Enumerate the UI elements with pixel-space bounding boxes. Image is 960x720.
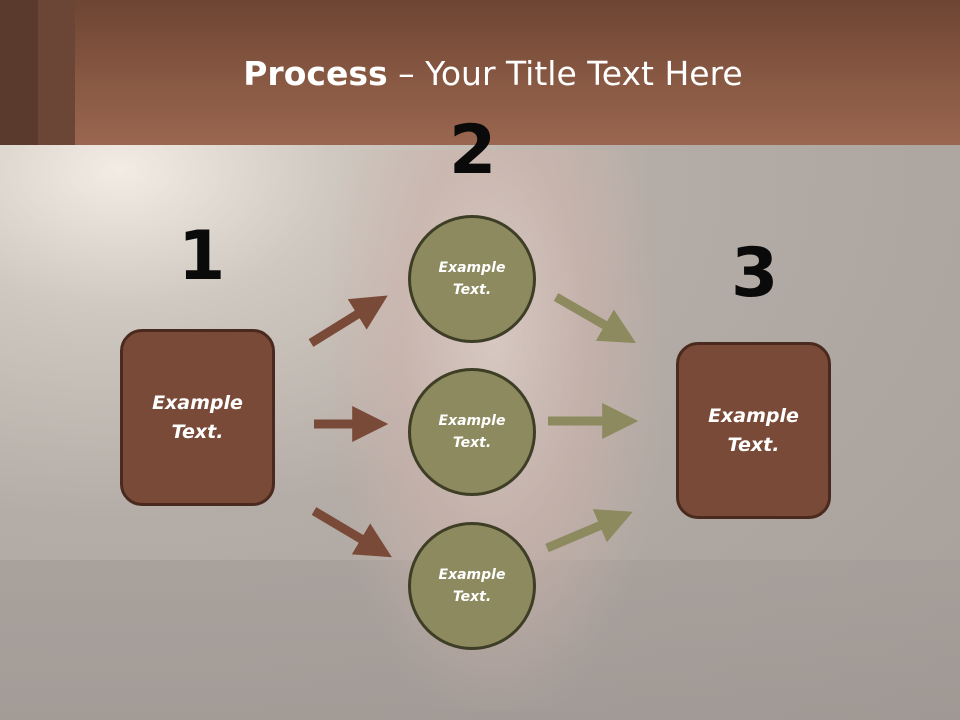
step-3-label: Example Text. [708,405,799,456]
step-number-1: 1 [178,217,226,296]
step-2-circle-2: Example Text. [408,368,536,496]
step-number-2: 2 [449,111,497,190]
arrow-1-to-2c [311,507,392,558]
step-2-circle-3: Example Text. [408,522,536,650]
header-stripe [0,0,38,145]
title-bold: Process [243,54,388,93]
step-2-label-1: Example Text. [438,259,506,298]
arrow-1-to-2a [308,295,388,347]
step-3-box: Example Text. [676,342,831,519]
header-stripe [38,0,75,145]
step-number-3: 3 [731,234,779,313]
title-rest: – Your Title Text Here [387,54,743,93]
arrow-2c-to-3 [545,509,633,553]
header-bar: Process – Your Title Text Here [0,0,960,145]
arrow-2a-to-3 [553,293,637,344]
step-2-label-3: Example Text. [438,566,506,605]
step-1-box: Example Text. [120,329,275,506]
step-2-label-2: Example Text. [438,412,506,451]
slide-title: Process – Your Title Text Here [0,54,960,93]
step-1-label: Example Text. [152,392,243,443]
step-2-circle-1: Example Text. [408,215,536,343]
